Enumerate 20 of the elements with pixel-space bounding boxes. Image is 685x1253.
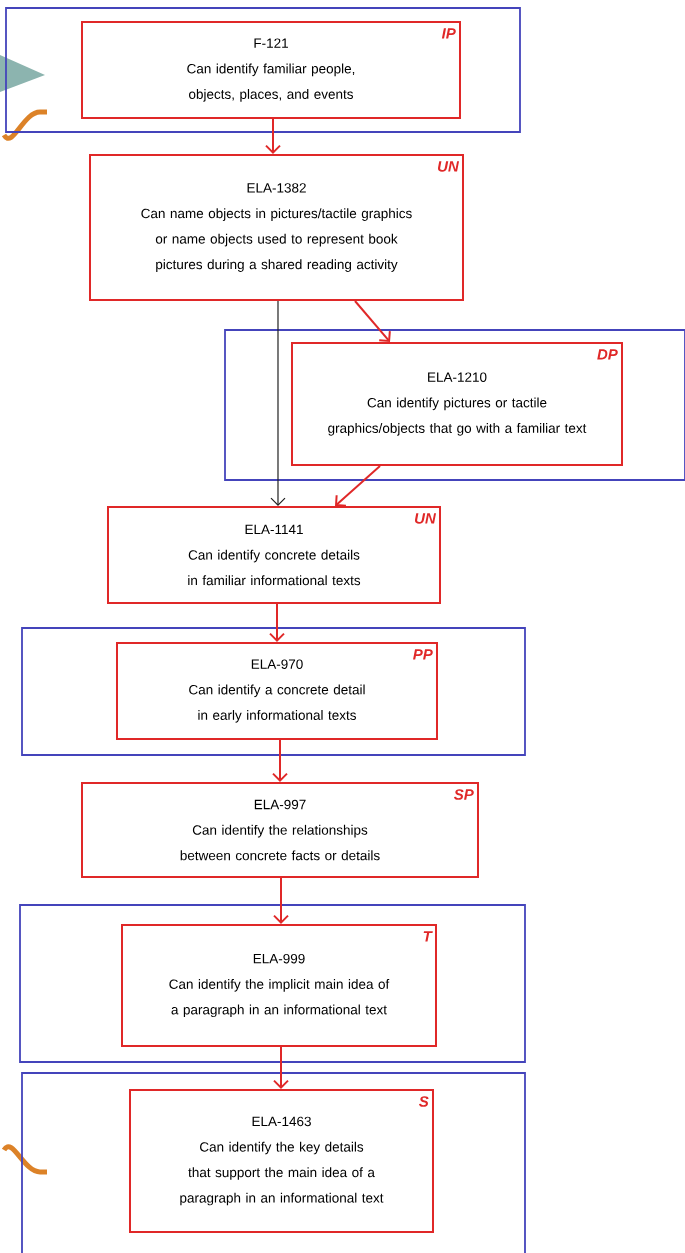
group-frame: [21, 627, 526, 756]
arrow: [354, 300, 391, 342]
group-frame: [21, 1072, 526, 1253]
skill-box: ELA-1463 Can identify the key details that support the main idea of a paragraph in an informational text S: [129, 1089, 434, 1233]
skill-box: ELA-1382 Can name objects in pictures/tactile graphics or name objects used to represent book pictures during a shared reading activity UN: [89, 154, 464, 301]
arrow: [335, 465, 381, 507]
skill-box: ELA-999 Can identify the implicit main idea of a paragraph in an informational text T: [121, 924, 437, 1047]
arrow: [269, 603, 285, 642]
arrow: [270, 300, 286, 506]
skill-box: ELA-970 Can identify a concrete detail in early informational texts PP: [116, 642, 438, 740]
group-frame: [5, 7, 521, 133]
arrow: [273, 1046, 289, 1089]
skill-box: ELA-1210 Can identify pictures or tactile graphics/objects that go with a familiar text DP: [291, 342, 623, 466]
arrow: [273, 877, 289, 924]
skill-box: ELA-997 Can identify the relationships between concrete facts or details SP: [81, 782, 479, 878]
arrow: [272, 739, 288, 782]
group-frame: [19, 904, 526, 1063]
skill-box: F-121 Can identify familiar people, objects, places, and events IP: [81, 21, 461, 119]
arrow: [265, 118, 281, 154]
skill-box: ELA-1141 Can identify concrete details in familiar informational texts UN: [107, 506, 441, 604]
